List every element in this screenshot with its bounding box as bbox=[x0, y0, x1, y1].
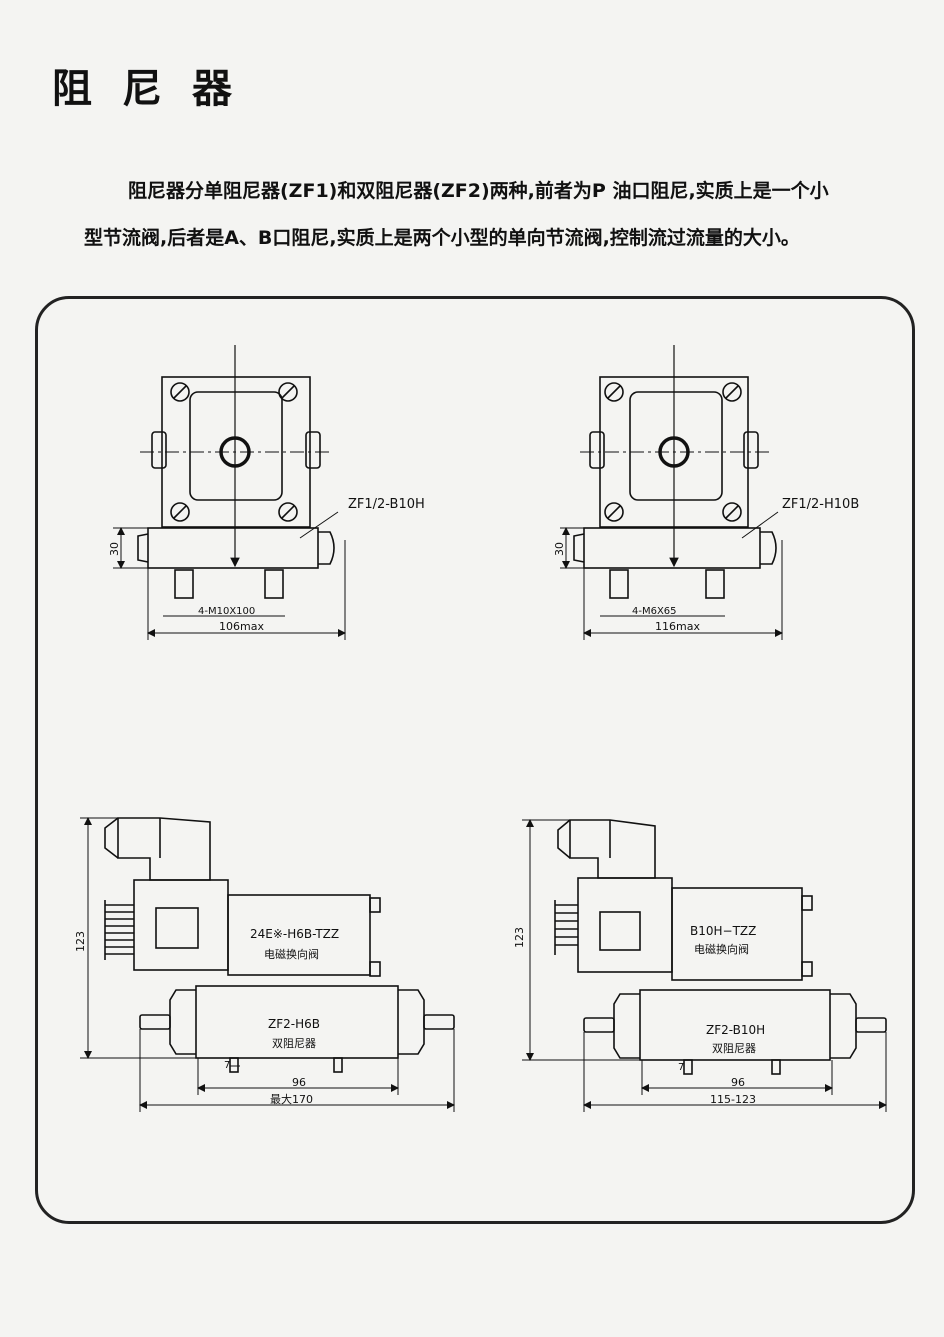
drawing-frame bbox=[35, 296, 915, 1224]
zf1-right-bolt: 4-M6X65 bbox=[632, 606, 677, 617]
zf2-left-max: 最大170 bbox=[270, 1092, 313, 1106]
zf2-left-damper-name: 双阻尼器 bbox=[272, 1037, 316, 1050]
intro-line-1: 阻尼器分单阻尼器(ZF1)和双阻尼器(ZF2)两种,前者为P 油口阻尼,实质上是… bbox=[128, 180, 829, 202]
zf2-left-damper-model: ZF2-H6B bbox=[268, 1017, 320, 1031]
zf1-left-bolt: 4-M10X100 bbox=[198, 606, 255, 617]
page-title: 阻尼器 bbox=[52, 66, 262, 112]
zf1-left-width: 106max bbox=[219, 620, 264, 633]
zf1-right-model: ZF1/2-H10B bbox=[782, 497, 859, 512]
zf2-right-drawing bbox=[522, 819, 887, 1112]
zf2-right-valve-model: B10H−TZZ bbox=[690, 924, 756, 938]
zf2-left-width: 96 bbox=[292, 1076, 306, 1089]
zf1-left-drawing bbox=[113, 345, 346, 640]
zf2-left-valve-model: 24E※-H6B-TZZ bbox=[250, 927, 339, 941]
intro-paragraph: 阻尼器分单阻尼器(ZF1)和双阻尼器(ZF2)两种,前者为P 油口阻尼,实质上是… bbox=[84, 168, 914, 262]
zf2-left-valve-name: 电磁换向阀 bbox=[264, 947, 319, 961]
zf2-right-width: 96 bbox=[731, 1076, 745, 1089]
zf1-right-width: 116max bbox=[655, 620, 700, 633]
zf1-right-height: 30 bbox=[553, 542, 566, 556]
zf1-left-height: 30 bbox=[108, 542, 121, 556]
zf1-left-model: ZF1/2-B10H bbox=[348, 497, 425, 512]
zf2-left-height: 123 bbox=[74, 931, 87, 952]
zf2-right-damper-name: 双阻尼器 bbox=[712, 1042, 756, 1055]
zf2-right-damper-model: ZF2-B10H bbox=[706, 1023, 765, 1037]
intro-line-2: 型节流阀,后者是A、B口阻尼,实质上是两个小型的单向节流阀,控制流过流量的大小。 bbox=[84, 227, 800, 249]
zf2-left-small: 7 bbox=[224, 1060, 230, 1071]
zf2-left-drawing bbox=[80, 817, 455, 1112]
zf2-right-max: 115-123 bbox=[710, 1093, 756, 1106]
zf2-right-height: 123 bbox=[513, 927, 526, 948]
zf1-right-drawing bbox=[560, 345, 783, 640]
zf2-right-small: 7 bbox=[678, 1062, 684, 1073]
zf2-right-valve-name: 电磁换向阀 bbox=[694, 942, 749, 956]
